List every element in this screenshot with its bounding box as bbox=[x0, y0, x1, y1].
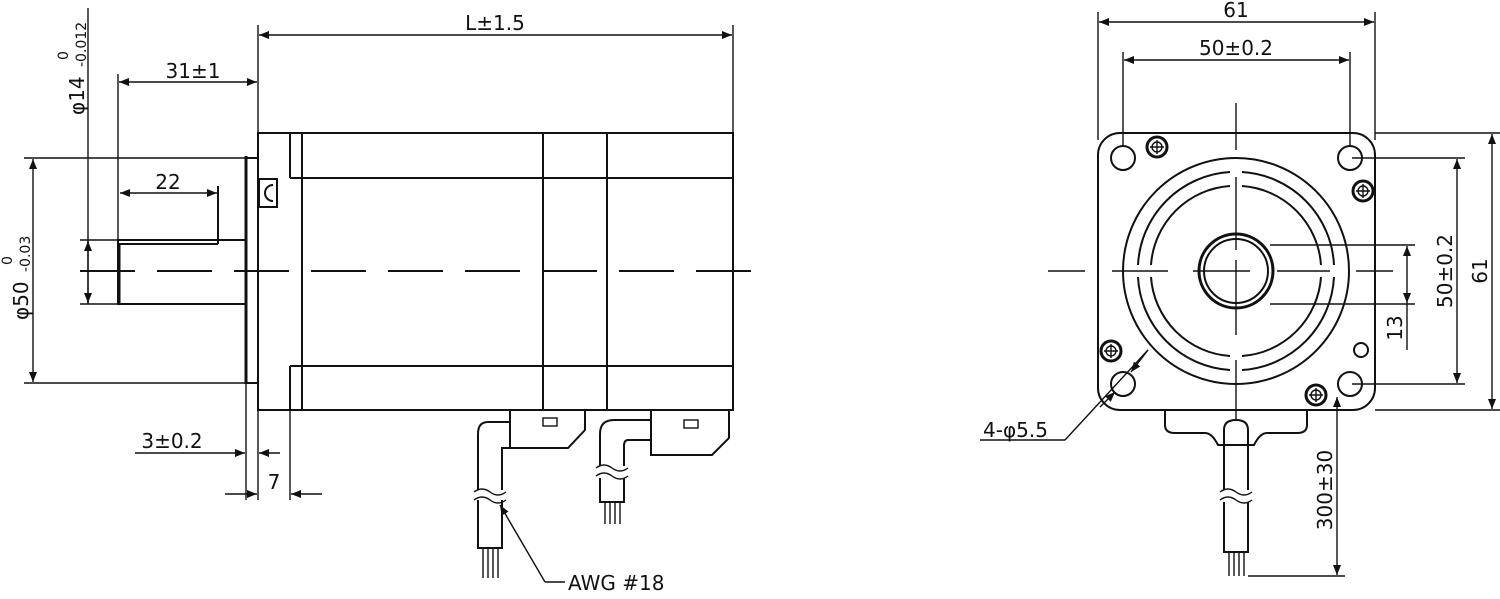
front-view: 61 50±0.2 50±0.2 61 13 4-φ5.5 300±30 bbox=[980, 0, 1500, 577]
shaft-end bbox=[1197, 232, 1275, 310]
motor-body bbox=[257, 132, 734, 411]
wire-gauge-label: AWG #18 bbox=[568, 571, 664, 595]
dim-mount-holes: 4-φ5.5 bbox=[983, 418, 1048, 442]
dim-pilot-diameter: φ50 0 -0.03 bbox=[0, 236, 34, 320]
side-view: L±1.5 31±1 22 φ14 0 -0.012 φ50 0 -0.03 3… bbox=[0, 8, 760, 595]
dim-key-height: 13 bbox=[1383, 315, 1407, 340]
screw-icon bbox=[1351, 179, 1375, 203]
dim-key-length: 22 bbox=[155, 170, 180, 194]
dim-hole-spacing-v: 50±0.2 bbox=[1433, 234, 1457, 308]
dim-length: L±1.5 bbox=[465, 11, 525, 35]
dim-shaft-diameter: φ14 0 -0.012 bbox=[56, 22, 90, 115]
dim-width: 61 bbox=[1223, 0, 1248, 22]
mount-hole bbox=[1110, 371, 1136, 397]
svg-text:φ50: φ50 bbox=[9, 281, 33, 320]
screw-icon bbox=[1145, 135, 1169, 159]
screw-icon bbox=[1099, 339, 1123, 363]
dim-shaft-length: 31±1 bbox=[166, 59, 221, 83]
svg-text:0: 0 bbox=[56, 51, 72, 60]
mount-hole bbox=[1110, 145, 1136, 171]
svg-text:-0.012: -0.012 bbox=[74, 22, 90, 67]
flange-square bbox=[1097, 132, 1376, 411]
dim-hole-spacing-h: 50±0.2 bbox=[1199, 36, 1273, 60]
dim-flange-thickness: 7 bbox=[268, 470, 281, 494]
dim-height: 61 bbox=[1468, 258, 1492, 283]
dim-lead-length: 300±30 bbox=[1313, 450, 1337, 530]
screw-icon bbox=[1304, 383, 1328, 407]
dim-pilot-depth: 3±0.2 bbox=[141, 429, 202, 453]
svg-text:0: 0 bbox=[0, 256, 16, 265]
svg-text:-0.03: -0.03 bbox=[18, 236, 34, 272]
svg-text:φ14: φ14 bbox=[65, 76, 89, 115]
